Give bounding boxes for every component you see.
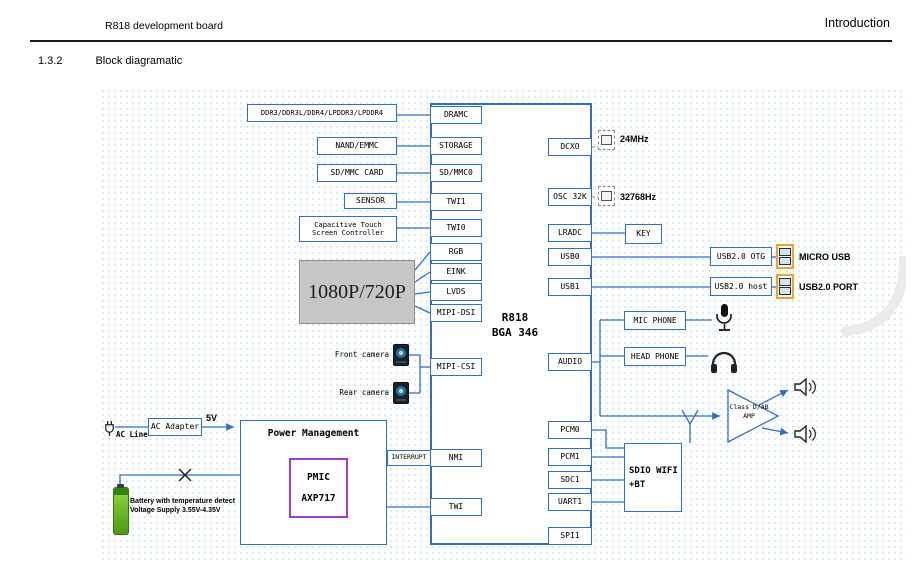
touch-line2: Screen Controller xyxy=(312,229,384,237)
amp-line1: Class D/AB xyxy=(729,403,769,411)
chip-pin-eink: EINK xyxy=(430,263,482,281)
chip-pin-sdc1: SDC1 xyxy=(548,471,592,489)
block-nand-emmc: NAND/EMMC xyxy=(317,137,397,155)
amp-line2: AMP xyxy=(743,412,755,420)
section-title: Block diagramatic xyxy=(95,55,183,67)
chip-pin-lvds: LVDS xyxy=(430,283,482,301)
block-interrupt: INTERRUPT xyxy=(387,450,431,466)
speaker-top-icon xyxy=(793,377,819,402)
battery-label-line1: Battery with temperature detect xyxy=(130,498,236,505)
block-diagram: DDR3/DDR3L/DDR4/LPDDR3/LPDDR4 NAND/EMMC … xyxy=(100,88,906,562)
chip-pin-dramc: DRAMC xyxy=(430,106,482,124)
crystal-24mhz-label: 24MHz xyxy=(620,134,649,144)
chip-pin-twi: TWI xyxy=(430,498,482,516)
wire-group xyxy=(115,114,776,508)
crystal-32khz-label: 32768Hz xyxy=(620,192,657,202)
pmic-name: PMIC xyxy=(307,472,330,483)
front-camera-icon xyxy=(393,344,409,371)
block-sensor: SENSOR xyxy=(344,193,397,209)
headphone-icon xyxy=(709,349,739,380)
chip-pin-mipi-csi: MIPI-CSI xyxy=(430,358,482,376)
chip-pin-dcxo: DCXO xyxy=(548,138,592,156)
block-head-phone: HEAD PHONE xyxy=(624,347,686,366)
block-usb-otg: USB2.0 OTG xyxy=(710,247,772,266)
chip-title: R818 BGA 346 xyxy=(482,310,548,340)
chip-pin-pcm1: PCM1 xyxy=(548,448,592,466)
block-ddr: DDR3/DDR3L/DDR4/LPDDR3/LPDDR4 xyxy=(247,104,397,122)
chip-pin-lradc: LRADC xyxy=(548,224,592,242)
watermark-arc xyxy=(841,255,906,337)
speaker-bottom-icon xyxy=(793,424,819,449)
block-display: 1080P/720P xyxy=(299,260,415,324)
ac-plug-icon xyxy=(103,420,116,442)
chip-pin-sdmmc0: SD/MMC0 xyxy=(430,164,482,182)
crystal-32khz-icon xyxy=(598,186,615,206)
chip-pin-audio: AUDIO xyxy=(548,353,592,371)
adapter-voltage-label: 5V xyxy=(206,413,218,423)
header-divider xyxy=(30,40,892,42)
amp-label: Class D/AB AMP xyxy=(728,403,770,421)
ac-line-label: AC Line xyxy=(116,430,148,439)
header-doc-title: R818 development board xyxy=(105,20,223,32)
header-chapter: Introduction xyxy=(824,16,890,30)
chip-pin-usb1: USB1 xyxy=(548,278,592,296)
block-key: KEY xyxy=(625,224,662,244)
chip-pin-usb0: USB0 xyxy=(548,248,592,266)
battery-label-line2: Voltage Supply 3.55V-4.35V xyxy=(130,507,221,514)
chip-pin-twi0: TWI0 xyxy=(430,219,482,237)
crystal-24mhz-icon xyxy=(598,130,615,150)
section-heading: 1.3.2 Block diagramatic xyxy=(38,55,182,67)
front-camera-label: Front camera xyxy=(334,350,389,359)
block-sdio-wifi: SDIO WIFI +BT xyxy=(624,443,682,512)
usb-port-label: USB2.0 PORT xyxy=(799,282,859,292)
chip-pin-spi1: SPI1 xyxy=(548,527,592,545)
rear-camera-label: Rear camera xyxy=(339,388,389,397)
block-mic-phone: MIC PHONE xyxy=(624,311,686,330)
amp-triangle xyxy=(727,388,780,444)
wifi-line1: SDIO WIFI xyxy=(629,465,678,476)
antenna-icon xyxy=(681,409,699,443)
block-sd-card: SD/MMC CARD xyxy=(317,164,397,182)
block-usb-host: USB2.0 host xyxy=(710,277,772,296)
chip-pin-mipi-dsi: MIPI-DSI xyxy=(430,304,482,322)
chip-pin-rgb: RGB xyxy=(430,243,482,261)
rear-camera-icon xyxy=(393,382,409,409)
chip-pin-osc32k: OSC 32K xyxy=(548,188,592,206)
microphone-icon xyxy=(712,302,736,339)
pmic-model: AXP717 xyxy=(301,493,336,504)
micro-usb-connector-icon xyxy=(776,244,794,269)
touch-line1: Capacitive Touch xyxy=(314,220,382,229)
block-ac-adapter: AC Adapter xyxy=(148,418,202,436)
chip-pin-storage: STORAGE xyxy=(430,137,482,155)
section-number: 1.3.2 xyxy=(38,55,63,67)
chip-pin-nmi: NMI xyxy=(430,449,482,467)
wifi-line2: +BT xyxy=(629,479,646,490)
block-touch-controller: Capacitive Touch Screen Controller xyxy=(299,216,397,242)
chip-pin-pcm0: PCM0 xyxy=(548,421,592,439)
micro-usb-label: MICRO USB xyxy=(799,252,851,262)
chip-name: R818 xyxy=(501,311,529,324)
chip-pin-twi1: TWI1 xyxy=(430,193,482,211)
usb-port-connector-icon xyxy=(776,274,794,299)
chip-pin-uart1: UART1 xyxy=(548,493,592,511)
battery-icon xyxy=(113,484,129,535)
power-management-title: Power Management xyxy=(267,428,360,439)
connection-lines xyxy=(115,114,906,508)
block-pmic: PMIC AXP717 xyxy=(289,458,348,518)
fuse-x-icon xyxy=(178,468,192,482)
chip-package: BGA 346 xyxy=(491,326,539,339)
